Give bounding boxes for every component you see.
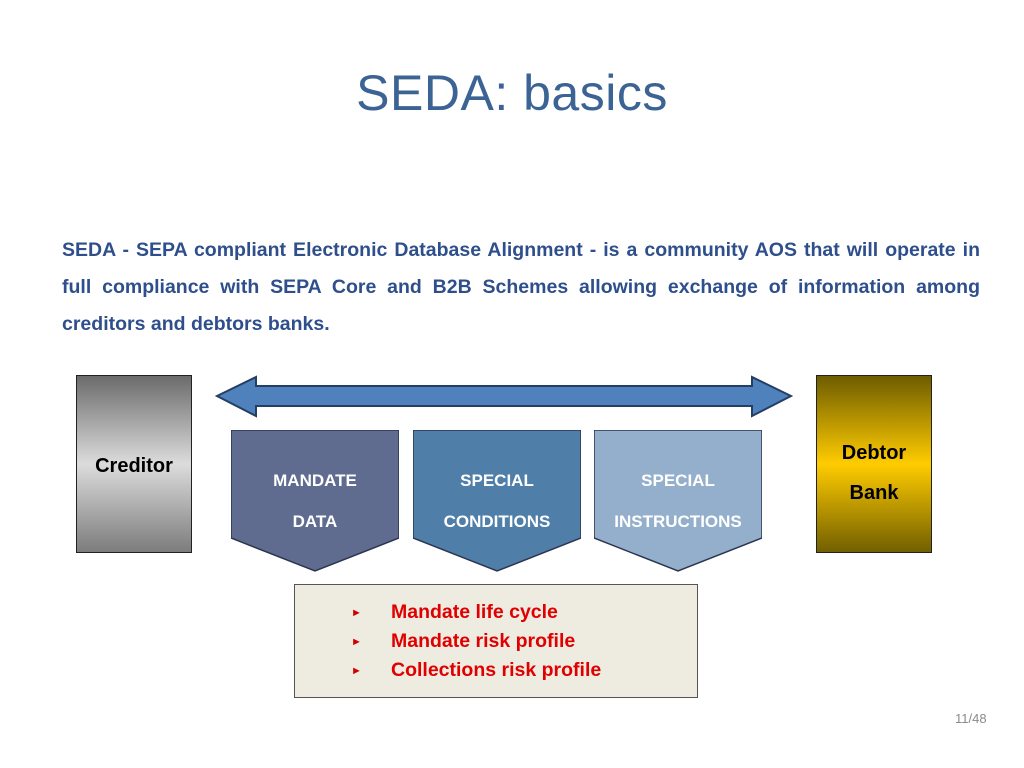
bullet-item: ► Mandate life cycle: [351, 598, 601, 627]
bullet-text: Mandate risk profile: [391, 630, 576, 652]
chevron-special-instructions-line2: INSTRUCTIONS: [614, 512, 742, 531]
bullet-text: Collections risk profile: [391, 659, 602, 681]
bullet-list: ► Mandate life cycle ► Mandate risk prof…: [351, 598, 601, 685]
chevron-mandate-data: MANDATE DATA: [231, 430, 399, 572]
info-box: ► Mandate life cycle ► Mandate risk prof…: [294, 584, 698, 698]
chevron-special-instructions: SPECIAL INSTRUCTIONS: [594, 430, 762, 572]
chevron-mandate-data-line2: DATA: [292, 512, 338, 531]
debtor-bank-box: Debtor Bank: [816, 375, 932, 553]
chevron-special-conditions-line1: SPECIAL: [460, 471, 534, 490]
chevron-mandate-data-line1: MANDATE: [273, 471, 357, 490]
intro-paragraph: SEDA - SEPA compliant Electronic Databas…: [62, 239, 980, 335]
bullet-item: ► Mandate risk profile: [351, 627, 601, 656]
triangle-right-icon: ►: [351, 606, 362, 619]
debtor-bank-label-line1: Debtor: [841, 442, 907, 464]
chevron-special-conditions-line2: CONDITIONS: [443, 512, 551, 531]
page-number: 11/48: [955, 711, 987, 726]
bullet-item: ► Collections risk profile: [351, 656, 601, 685]
triangle-right-icon: ►: [351, 635, 362, 648]
debtor-bank-label-line2: Bank: [849, 482, 899, 504]
double-arrow: [214, 375, 794, 418]
triangle-right-icon: ►: [351, 664, 362, 677]
slide-title: SEDA: basics: [356, 65, 668, 121]
bullet-text: Mandate life cycle: [391, 601, 558, 623]
chevron-special-conditions: SPECIAL CONDITIONS: [413, 430, 581, 572]
creditor-box: Creditor: [76, 375, 192, 553]
chevron-special-instructions-line1: SPECIAL: [641, 471, 715, 490]
creditor-label: Creditor: [95, 455, 173, 477]
double-arrow-shape: [214, 375, 794, 418]
